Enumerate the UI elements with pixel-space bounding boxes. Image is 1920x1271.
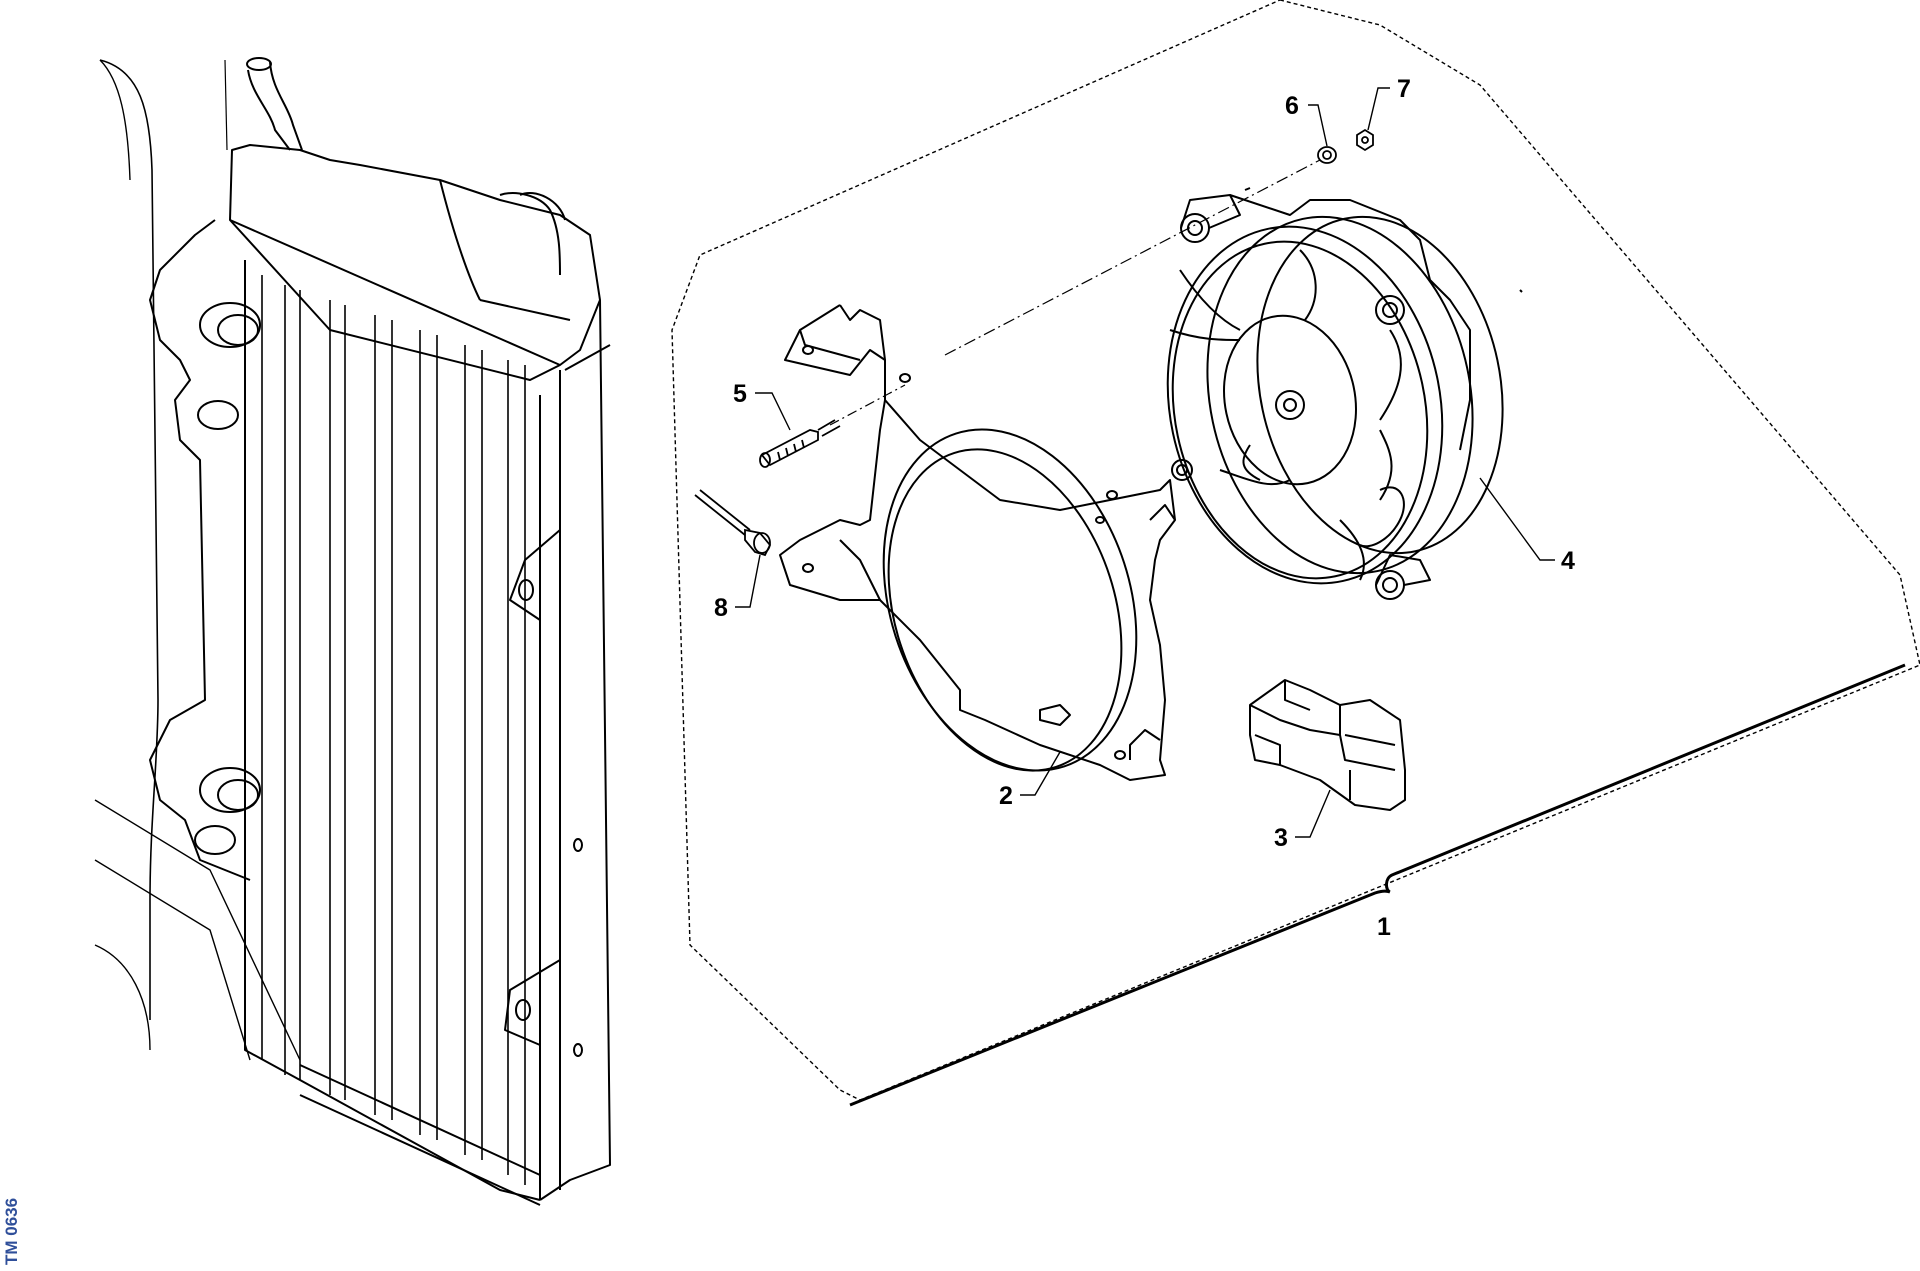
callout-7: 7 <box>1397 75 1411 103</box>
assembly-axis <box>944 159 1321 356</box>
nut <box>1356 128 1374 152</box>
kit-bracket <box>849 663 1906 1107</box>
kit-boundary <box>671 0 1920 1101</box>
relay-module <box>1249 679 1406 811</box>
callout-6: 6 <box>1285 92 1299 120</box>
screw-axis <box>829 384 906 426</box>
callout-numbers: 1 2 3 4 5 6 7 8 <box>714 75 1575 941</box>
cooling-fan <box>1166 194 1504 600</box>
leader-lines <box>735 87 1555 838</box>
callout-8: 8 <box>714 594 728 622</box>
callout-5: 5 <box>733 380 747 408</box>
callout-3: 3 <box>1274 824 1288 852</box>
callout-4: 4 <box>1561 547 1575 575</box>
rivet <box>694 489 772 557</box>
drawing-reference-code: TM 0636 <box>2 1197 21 1265</box>
fan-shroud <box>779 304 1176 781</box>
callout-1: 1 <box>1377 913 1391 941</box>
callout-2: 2 <box>999 782 1013 810</box>
screw <box>759 419 841 468</box>
radiator <box>94 57 611 1206</box>
washer <box>1317 146 1337 164</box>
